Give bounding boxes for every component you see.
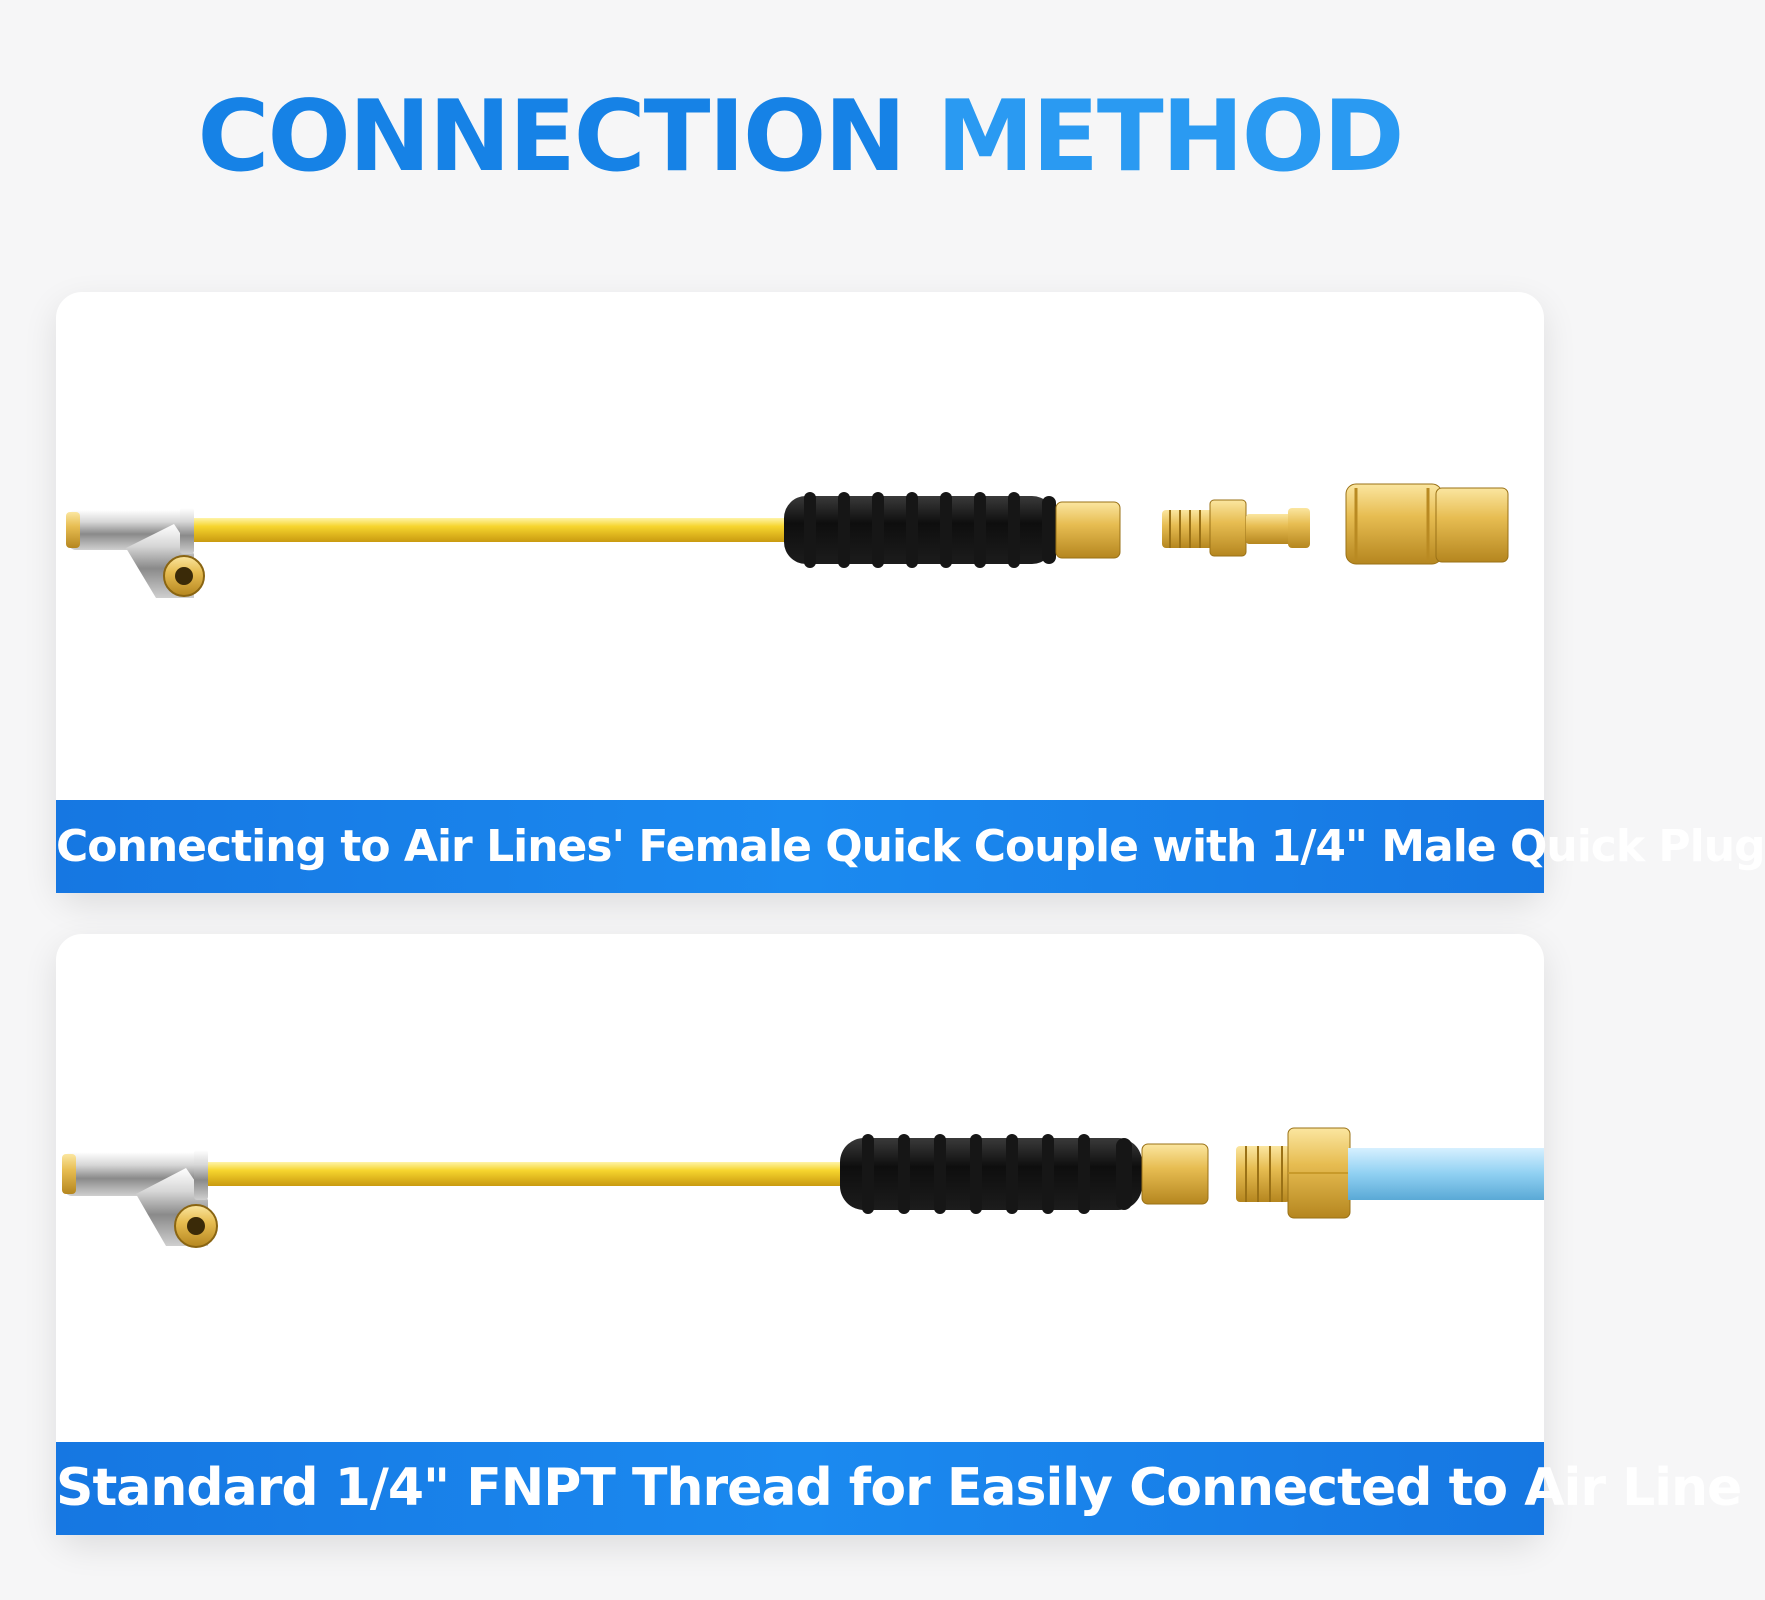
caption-quick-plug: Connecting to Air Lines' Female Quick Co…	[56, 800, 1765, 893]
connection-panel-fnpt-thread: Standard 1/4" FNPT Thread for Easily Con…	[56, 934, 1742, 1535]
male-quick-plug	[1162, 499, 1310, 557]
fnpt-nut	[1141, 1143, 1209, 1205]
brass-rod	[208, 1162, 844, 1186]
tire-chuck	[62, 1150, 218, 1248]
air-hose	[1348, 1148, 1544, 1200]
brass-rod	[194, 518, 788, 542]
tire-chuck	[66, 508, 205, 598]
female-quick-coupler	[1345, 483, 1509, 565]
title-word-1: CONNECTION	[197, 80, 907, 194]
fnpt-nut	[1055, 501, 1121, 559]
title-word-2: METHOD	[936, 80, 1404, 194]
caption-fnpt-thread: Standard 1/4" FNPT Thread for Easily Con…	[56, 1442, 1742, 1535]
rubber-grip	[784, 492, 1056, 568]
page-title: CONNECTION METHOD	[0, 88, 1600, 186]
product-illustration-quick-plug	[66, 483, 1509, 598]
connection-panel-quick-plug: Connecting to Air Lines' Female Quick Co…	[56, 292, 1765, 893]
product-illustration-fnpt-thread	[62, 1127, 1544, 1248]
rubber-grip	[840, 1134, 1142, 1214]
male-fitting	[1236, 1127, 1351, 1219]
